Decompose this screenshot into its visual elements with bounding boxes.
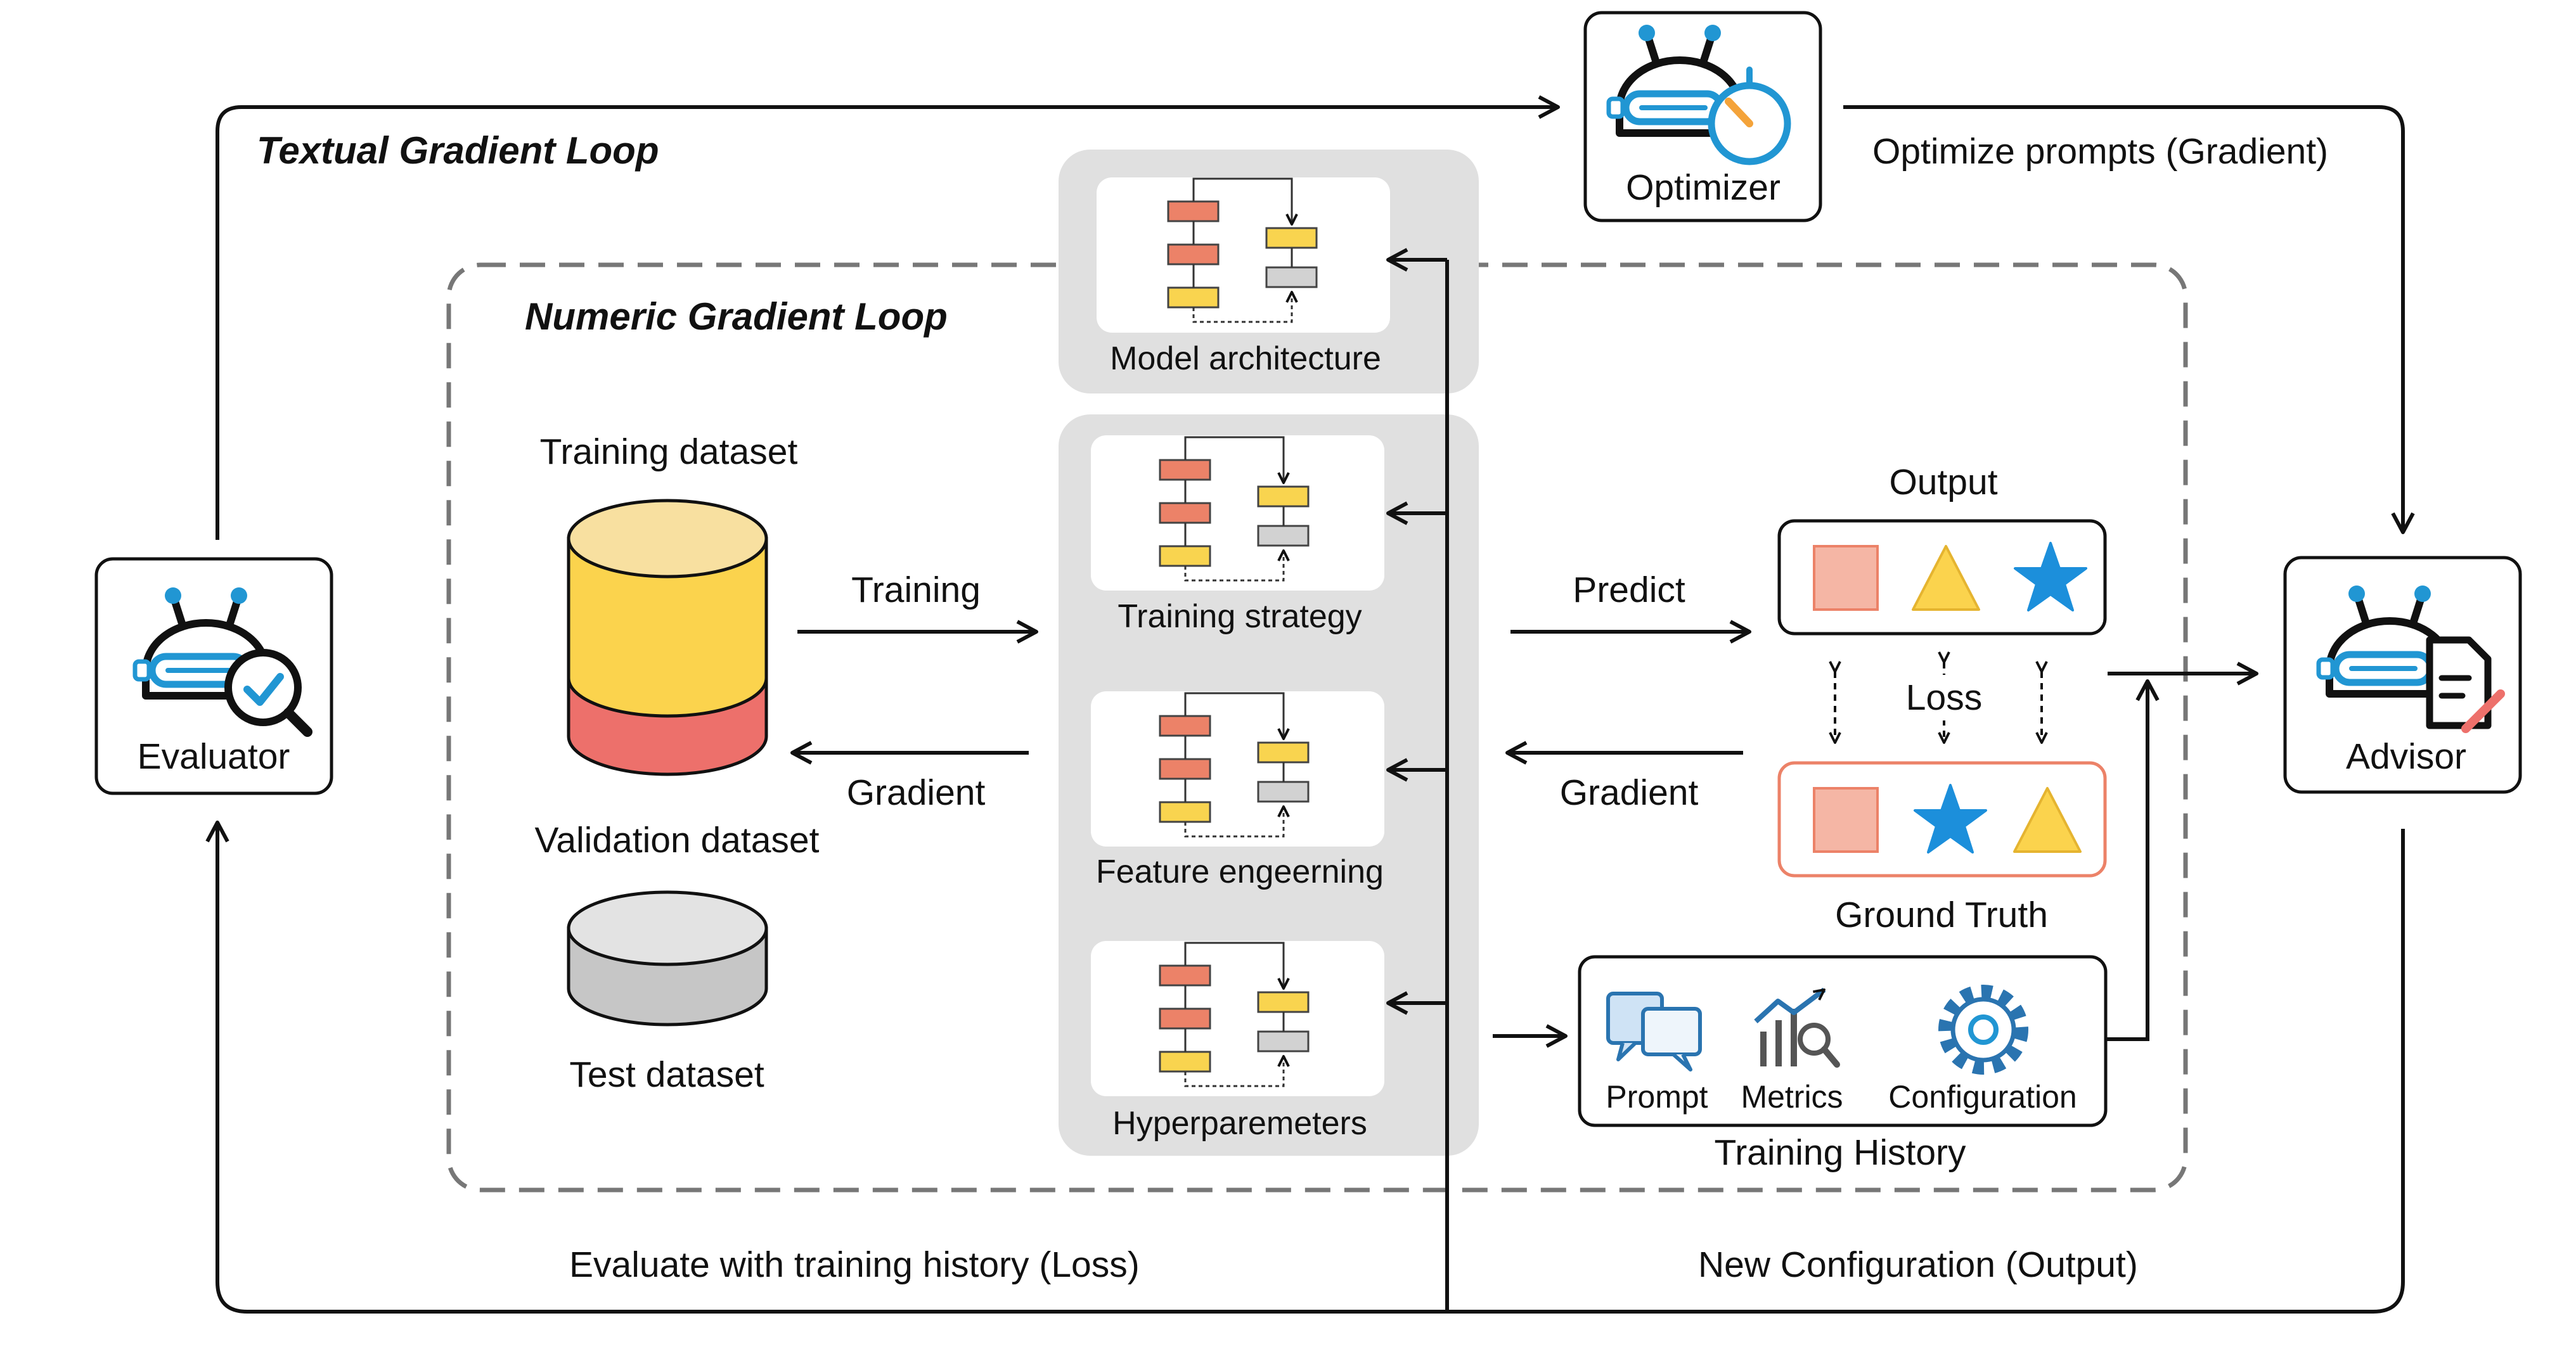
feature-engineering-label: Feature engeerning: [1096, 854, 1384, 890]
model-architecture-card[interactable]: Model architecture: [1097, 177, 1390, 377]
star-shape: [1914, 784, 1987, 854]
training-dataset-label: Training dataset: [540, 432, 798, 472]
document-pen-icon: [2426, 636, 2505, 733]
gauge-icon: [1708, 67, 1791, 165]
training-strategy-label: Training strategy: [1117, 598, 1362, 635]
test-dataset-label: Test dataset: [569, 1054, 764, 1095]
gear-icon: [1938, 985, 2028, 1075]
output-label: Output: [1889, 462, 1997, 502]
optimizer-agent[interactable]: Optimizer: [1583, 11, 1822, 222]
numeric-loop-title: Numeric Gradient Loop: [525, 295, 948, 338]
star-shape: [2014, 542, 2087, 611]
advisor-agent[interactable]: Advisor: [2283, 556, 2522, 794]
square-shape: [1813, 787, 1879, 853]
metrics-label: Metrics: [1741, 1079, 1843, 1115]
loss-label: Loss: [1906, 677, 1982, 718]
magnifier-check-icon: [224, 649, 312, 737]
chat-bubbles-icon: [1606, 992, 1702, 1071]
new-config-edge-label: New Configuration (Output): [1698, 1244, 2138, 1285]
model-architecture-label: Model architecture: [1110, 340, 1381, 377]
square-shape: [1813, 545, 1879, 611]
output-box: [1777, 519, 2107, 636]
triangle-shape: [2013, 787, 2082, 853]
evaluate-edge-label: Evaluate with training history (Loss): [569, 1244, 1140, 1285]
hyperparameters-card[interactable]: Hyperparemeters: [1091, 941, 1384, 1142]
metrics-icon: [1754, 987, 1840, 1068]
advisor-label: Advisor: [2346, 736, 2466, 777]
training-history-label: Training History: [1715, 1132, 1966, 1173]
gradient-left-edge-label: Gradient: [847, 772, 986, 813]
ground-truth-label: Ground Truth: [1835, 895, 2048, 935]
textual-loop-title: Textual Gradient Loop: [257, 129, 659, 172]
module-feedback-bus: [1386, 248, 1449, 1312]
training-edge-label: Training: [851, 570, 981, 610]
gradient-right-edge-label: Gradient: [1560, 772, 1699, 813]
validation-dataset-label: Validation dataset: [535, 820, 820, 860]
triangle-shape: [1912, 545, 1980, 611]
training-history-box: Prompt Metrics Configuration: [1578, 955, 2108, 1127]
test-cylinder: [567, 890, 768, 1027]
training-strategy-card[interactable]: Training strategy: [1091, 435, 1384, 635]
train-val-cylinder: [567, 499, 768, 776]
configuration-label: Configuration: [1888, 1079, 2077, 1115]
history-to-advisor-arrow: [2106, 679, 2160, 1041]
optimizer-label: Optimizer: [1626, 167, 1781, 208]
prompt-label: Prompt: [1606, 1079, 1708, 1115]
optimize-edge-label: Optimize prompts (Gradient): [1872, 131, 2328, 172]
feature-engineering-card[interactable]: Feature engeerning: [1091, 691, 1384, 890]
textual-loop-arrows: [205, 95, 2415, 1314]
evaluator-agent[interactable]: Evaluator: [94, 557, 333, 795]
evaluator-label: Evaluator: [138, 736, 290, 777]
predict-edge-label: Predict: [1573, 570, 1685, 610]
hyperparameters-label: Hyperparemeters: [1112, 1105, 1367, 1142]
ground-truth-box: [1777, 761, 2107, 878]
